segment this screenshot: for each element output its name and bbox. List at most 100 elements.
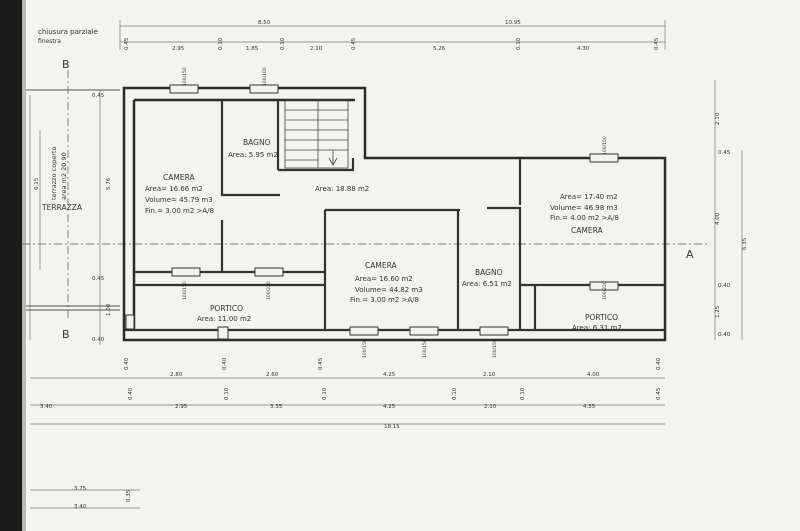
dim-left-0: 0.45 bbox=[92, 93, 105, 99]
dim-right-5: 1.25 bbox=[715, 305, 721, 318]
portico-left-name: PORTICO bbox=[210, 304, 243, 313]
dim-b2-7: 0.10 bbox=[452, 387, 458, 400]
camera-center-area: Area= 16.60 m2 bbox=[355, 275, 413, 283]
dim-left-2: 5.76 bbox=[106, 177, 112, 190]
dim-right-1: 0.45 bbox=[718, 150, 731, 156]
dim-b2-10: 4.35 bbox=[583, 404, 596, 410]
dim-b2-1: 0.40 bbox=[128, 387, 134, 400]
camera-right-volume: Volume= 46.98 m3 bbox=[550, 204, 618, 212]
room-labels: CAMERA Area= 16.66 m2 Volume= 45.79 m3 F… bbox=[41, 138, 622, 332]
dim-b1-0: 0.40 bbox=[124, 357, 130, 370]
dim-top-0: 0.45 bbox=[124, 37, 130, 50]
dim-right-6: 0.40 bbox=[718, 332, 731, 338]
terrazza-note2: area m2 20.90 bbox=[60, 152, 68, 200]
bagno-top-name: BAGNO bbox=[243, 138, 271, 147]
camera-left-name: CAMERA bbox=[163, 173, 195, 182]
window-tags: 100/150 100/100 100/150 100/150 100/220 … bbox=[182, 67, 608, 358]
dim-b2-9: 0.10 bbox=[520, 387, 526, 400]
dim-top-1: 2.95 bbox=[172, 46, 185, 52]
dim-right-3: 6.35 bbox=[742, 237, 748, 250]
dim-top-3: 1.85 bbox=[246, 46, 259, 52]
dim-foot-2: 3.40 bbox=[74, 504, 87, 510]
bagno-center-area: Area: 6.51 m2 bbox=[462, 280, 512, 288]
camera-left-volume: Volume= 45.79 m3 bbox=[145, 196, 213, 204]
camera-left-fin: Fin.= 3.00 m2 >A/8 bbox=[145, 207, 214, 215]
window-tag-6: 100/220 bbox=[602, 281, 608, 300]
dim-top-5: 2.10 bbox=[310, 46, 323, 52]
dim-foot-0: 3.75 bbox=[74, 486, 87, 492]
section-a-right: A bbox=[686, 248, 694, 261]
bagno-center-name: BAGNO bbox=[475, 268, 503, 277]
dim-top-9: 4.30 bbox=[577, 46, 590, 52]
dim-top-10: 0.45 bbox=[654, 37, 660, 50]
portico-right-area: Area: 6.31 m2 bbox=[572, 324, 622, 332]
dim-b2-8: 2.10 bbox=[484, 404, 497, 410]
portico-right-name: PORTICO bbox=[585, 313, 618, 322]
dim-bottom-total: 18.15 bbox=[384, 424, 400, 430]
portico-left-area: Area: 11.00 m2 bbox=[197, 315, 251, 323]
terrace-outline bbox=[26, 89, 120, 311]
dimension-lines bbox=[29, 20, 743, 509]
dim-b1-8: 0.40 bbox=[656, 357, 662, 370]
dim-b1-5: 4.25 bbox=[383, 372, 396, 378]
dim-b2-4: 3.35 bbox=[270, 404, 283, 410]
window-tag-5: 100/220 bbox=[266, 281, 272, 300]
camera-center-name: CAMERA bbox=[365, 261, 397, 270]
dim-top-4: 0.10 bbox=[280, 37, 286, 50]
hall-area: Area: 18.88 m2 bbox=[315, 185, 369, 193]
camera-right-area: Area= 17.40 m2 bbox=[560, 193, 618, 201]
scan-shadow bbox=[22, 0, 26, 531]
section-b-bottom: B bbox=[62, 328, 70, 341]
dim-left-3: 0.45 bbox=[92, 276, 105, 282]
note-line1: chiusura parziale bbox=[38, 28, 98, 36]
window-openings bbox=[125, 84, 619, 340]
dim-left-5: 0.40 bbox=[92, 337, 105, 343]
dim-b1-3: 2.60 bbox=[266, 372, 279, 378]
window-tag-2: 100/100 bbox=[262, 67, 268, 86]
bagno-top-area: Area: 5.95 m2 bbox=[228, 151, 278, 159]
dim-top-total-a: 8.50 bbox=[258, 20, 271, 26]
camera-center-volume: Volume= 44.82 m3 bbox=[355, 286, 423, 294]
dimension-labels-bottom: 0.40 2.80 0.40 2.60 0.45 4.25 2.10 4.00 … bbox=[40, 357, 662, 510]
dim-b1-6: 2.10 bbox=[483, 372, 496, 378]
dim-top-6: 0.45 bbox=[351, 37, 357, 50]
section-b-top: B bbox=[62, 58, 70, 71]
dim-left-1: 6.15 bbox=[34, 177, 40, 190]
dim-top-2: 0.10 bbox=[218, 37, 224, 50]
window-tag-4: 100/150 bbox=[182, 281, 188, 300]
dim-right-2: 4.00 bbox=[715, 212, 721, 225]
dim-top-8: 0.10 bbox=[516, 37, 522, 50]
window-tag-9: 100/150 bbox=[492, 339, 498, 358]
dim-b2-11: 0.45 bbox=[656, 387, 662, 400]
dim-b1-4: 0.45 bbox=[318, 357, 324, 370]
window-tag-8: 100/150 bbox=[422, 339, 428, 358]
dim-right-0: 2.10 bbox=[715, 112, 721, 125]
section-markers: B B A bbox=[62, 58, 694, 341]
dimension-labels-left: 0.45 6.15 5.76 0.45 1.00 0.40 bbox=[34, 93, 112, 343]
dim-b1-1: 2.80 bbox=[170, 372, 183, 378]
dim-top-total-b: 10.95 bbox=[505, 20, 521, 26]
camera-left-area: Area= 16.66 m2 bbox=[145, 185, 203, 193]
note-line2: finestra bbox=[38, 38, 61, 45]
interior-walls bbox=[124, 100, 665, 332]
scan-edge bbox=[0, 0, 22, 531]
dim-top-7: 5.26 bbox=[433, 46, 446, 52]
terrazza-note1: terrazzo coperto bbox=[50, 146, 58, 200]
dim-b2-5: 0.10 bbox=[322, 387, 328, 400]
dim-b1-7: 4.00 bbox=[587, 372, 600, 378]
dim-b2-6: 4.25 bbox=[383, 404, 396, 410]
dim-b1-2: 0.40 bbox=[222, 357, 228, 370]
dim-b2-3: 0.10 bbox=[224, 387, 230, 400]
terrazza-name: TERRAZZA bbox=[41, 203, 83, 212]
camera-right-name: CAMERA bbox=[571, 226, 603, 235]
window-tag-3: 100/150 bbox=[602, 136, 608, 155]
window-tag-7: 100/150 bbox=[362, 339, 368, 358]
staircase bbox=[284, 99, 349, 169]
camera-center-fin: Fin.= 3.00 m2 >A/8 bbox=[350, 296, 419, 304]
camera-right-fin: Fin.= 4.00 m2 >A/8 bbox=[550, 214, 619, 222]
dimension-labels-right: 2.10 0.45 4.00 6.35 0.40 1.25 0.40 bbox=[715, 112, 748, 338]
dim-foot-1: 0.35 bbox=[126, 489, 132, 502]
dimension-labels-top: 8.50 10.95 0.45 2.95 0.10 1.85 0.10 2.10… bbox=[124, 20, 660, 52]
